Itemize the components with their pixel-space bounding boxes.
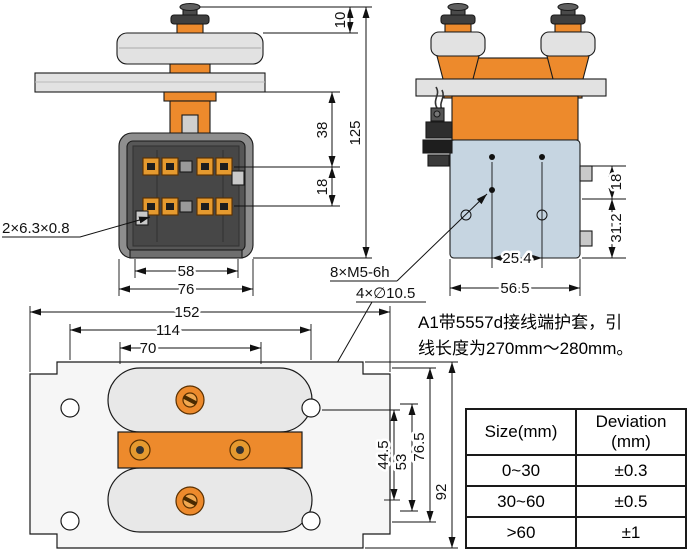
- side-view: [415, 2, 607, 259]
- front-bridge-row2: [179, 200, 193, 213]
- mounting-thread-leader: [396, 193, 488, 282]
- deviation-column-header: Deviation (mm): [575, 408, 687, 456]
- wiring-note-line1: A1带5557d接线端护套，引: [418, 313, 623, 332]
- tolerance-table-header-row: Size(mm) Deviation (mm): [465, 408, 687, 456]
- side-view-dimensions: 25.4 56.5 18 31.2 8×M5-6h 4×∅10.5: [313, 162, 628, 404]
- front-terminal-contacts-row1: [147, 163, 228, 170]
- side-dim-body-depth: 56.5: [500, 280, 529, 297]
- plan-view-dimensions: 152 114 70 44.5 53 76.5 92: [29, 302, 458, 549]
- side-dim-tab-offset: 18: [608, 174, 625, 191]
- front-dim-cap-height: 10: [332, 12, 349, 29]
- side-a1-connector: [422, 86, 453, 167]
- deviation-header-line2: (mm): [611, 432, 651, 451]
- plan-stadium-bottom: [107, 467, 313, 533]
- size-cell: 0~30: [465, 454, 577, 487]
- tolerance-table: Size(mm) Deviation (mm) 0~30 ±0.3 30~60 …: [465, 408, 687, 549]
- front-bridge-row1: [179, 160, 193, 173]
- side-stud-left: [430, 2, 486, 80]
- plan-dim-inner-pitch: 70: [140, 340, 157, 357]
- deviation-header-line1: Deviation: [595, 412, 667, 431]
- plan-mounting-holes: [60, 398, 321, 531]
- mounting-thread-label: 8×M5-6h: [330, 264, 390, 281]
- plan-band-screws: [129, 439, 251, 461]
- side-coil-lower: [451, 95, 579, 141]
- front-base: [129, 249, 243, 259]
- front-plunger-slot: [181, 114, 199, 136]
- size-cell: 30~60: [465, 485, 577, 518]
- front-dim-overall-height: 125: [347, 120, 364, 145]
- side-tab-lower: [579, 230, 593, 247]
- front-view-dimensions: 10 38 18 125 58 76 2×6.3×0.8: [0, 6, 372, 301]
- front-knob-disc: [170, 14, 210, 25]
- front-terminal-contacts-row2: [147, 203, 228, 210]
- deviation-cell: ±0.3: [575, 454, 687, 487]
- front-tab-right: [231, 170, 245, 186]
- plan-dim-44-5: 44.5: [375, 440, 392, 469]
- side-stud-right: [540, 2, 596, 80]
- wiring-note: A1带5557d接线端护套，引 线长度为270mm～280mm。: [418, 310, 686, 361]
- plan-stud-top: [175, 385, 205, 415]
- plan-dim-hole-pitch: 114: [156, 322, 180, 339]
- front-dim-base-inner: 58: [178, 263, 195, 280]
- side-tab-upper: [579, 165, 593, 182]
- side-mounting-plate: [415, 78, 607, 97]
- front-dim-plate-to-row1: 38: [314, 122, 331, 139]
- plan-dim-53: 53: [393, 454, 410, 471]
- tolerance-row: 0~30 ±0.3: [465, 454, 687, 487]
- side-dim-hole-pitch: 25.4: [502, 250, 531, 267]
- tolerance-row: >60 ±1: [465, 516, 687, 549]
- size-column-header: Size(mm): [465, 408, 577, 456]
- terminal-spec-label: 2×6.3×0.8: [2, 220, 70, 237]
- deviation-cell: ±1: [575, 516, 687, 549]
- side-dim-lower-section: 31.2: [608, 213, 625, 242]
- plan-dim-overall-width: 152: [174, 304, 199, 321]
- plan-dim-76-5: 76.5: [411, 432, 428, 461]
- tolerance-row: 30~60 ±0.5: [465, 485, 687, 518]
- plan-stadium-top: [107, 367, 313, 433]
- mounting-hole-label: 4×∅10.5: [356, 285, 415, 302]
- side-m5-hole-marks: [460, 154, 548, 221]
- wiring-note-line2: 线长度为270mm～280mm。: [418, 338, 634, 358]
- side-body: [449, 139, 581, 259]
- plan-stud-bottom: [175, 486, 205, 516]
- front-dim-base-outer: 76: [178, 281, 195, 298]
- front-knob-cap: [179, 2, 201, 12]
- front-dim-row-spacing: 18: [314, 179, 331, 196]
- size-cell: >60: [465, 516, 577, 549]
- plan-dim-overall-depth: 92: [433, 484, 450, 501]
- plan-view: [29, 361, 391, 549]
- front-view: [34, 2, 266, 259]
- deviation-cell: ±0.5: [575, 485, 687, 518]
- terminal-spec-leader: [2, 216, 151, 238]
- front-flange: [163, 91, 217, 102]
